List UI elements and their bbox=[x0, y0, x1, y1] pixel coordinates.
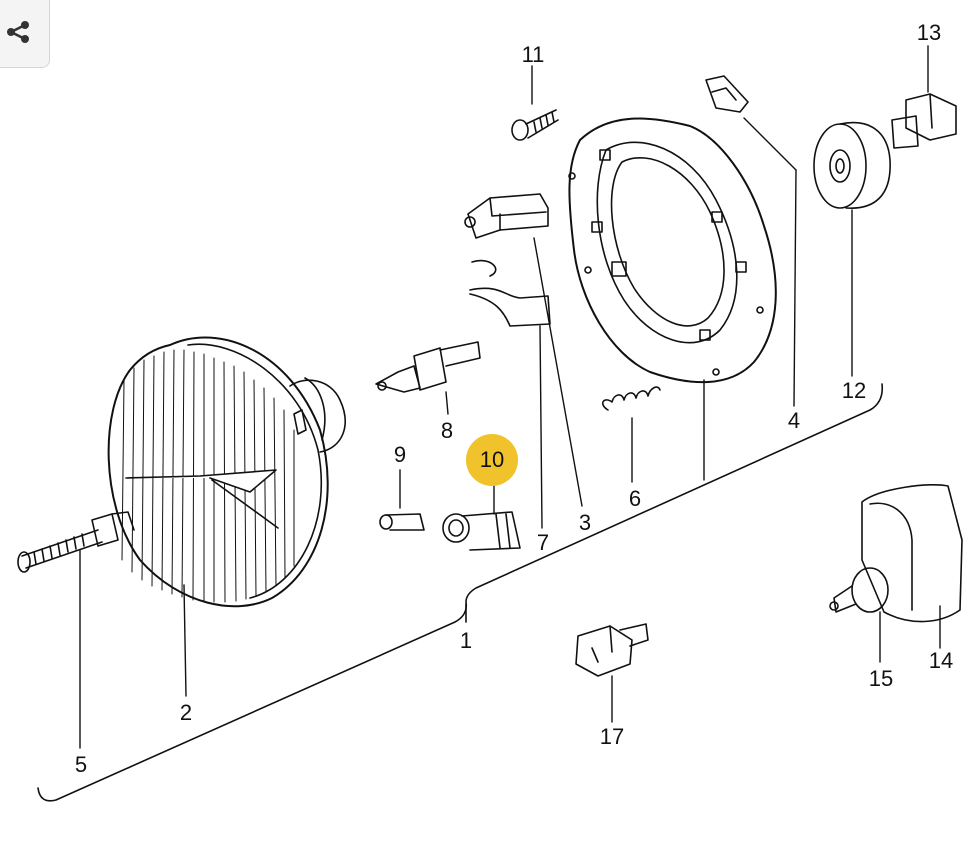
callout-10: 10 bbox=[479, 447, 505, 472]
callout-7[interactable]: 7 bbox=[537, 530, 549, 555]
callout-5[interactable]: 5 bbox=[75, 752, 87, 777]
headlight-bulb bbox=[375, 341, 481, 393]
connector-plug-13 bbox=[891, 93, 957, 149]
adjusting-screw bbox=[17, 511, 135, 573]
callout-6[interactable]: 6 bbox=[629, 486, 641, 511]
headlight-insert bbox=[107, 336, 346, 608]
callout-8[interactable]: 8 bbox=[441, 418, 453, 443]
adjuster-bracket bbox=[464, 193, 549, 239]
fog-light-housing bbox=[861, 483, 963, 623]
screw-small bbox=[511, 109, 559, 141]
share-button[interactable] bbox=[0, 0, 50, 68]
mounting-ring bbox=[568, 117, 777, 384]
tension-spring bbox=[601, 386, 661, 411]
parking-bulb bbox=[379, 513, 425, 531]
callout-2[interactable]: 2 bbox=[180, 700, 192, 725]
callout-3[interactable]: 3 bbox=[579, 510, 591, 535]
leader-lines bbox=[79, 45, 941, 749]
retaining-clip bbox=[469, 259, 551, 327]
callout-12[interactable]: 12 bbox=[842, 378, 866, 403]
connector-plug-17 bbox=[575, 623, 649, 677]
callout-15[interactable]: 15 bbox=[869, 666, 893, 691]
fog-bulb bbox=[829, 567, 889, 613]
callout-14[interactable]: 14 bbox=[929, 648, 953, 673]
callout-11[interactable]: 11 bbox=[522, 42, 545, 67]
bulb-holder bbox=[442, 511, 521, 551]
callout-4[interactable]: 4 bbox=[788, 408, 800, 433]
rubber-cap bbox=[813, 121, 891, 209]
callout-10-highlight[interactable]: 10 bbox=[466, 434, 518, 486]
callout-1[interactable]: 1 bbox=[460, 628, 472, 653]
ring-clip bbox=[705, 75, 749, 113]
share-icon bbox=[7, 21, 29, 43]
callout-13[interactable]: 13 bbox=[917, 20, 941, 45]
group-bracket bbox=[37, 383, 884, 802]
callout-17[interactable]: 17 bbox=[600, 724, 624, 749]
callout-9[interactable]: 9 bbox=[394, 442, 406, 467]
